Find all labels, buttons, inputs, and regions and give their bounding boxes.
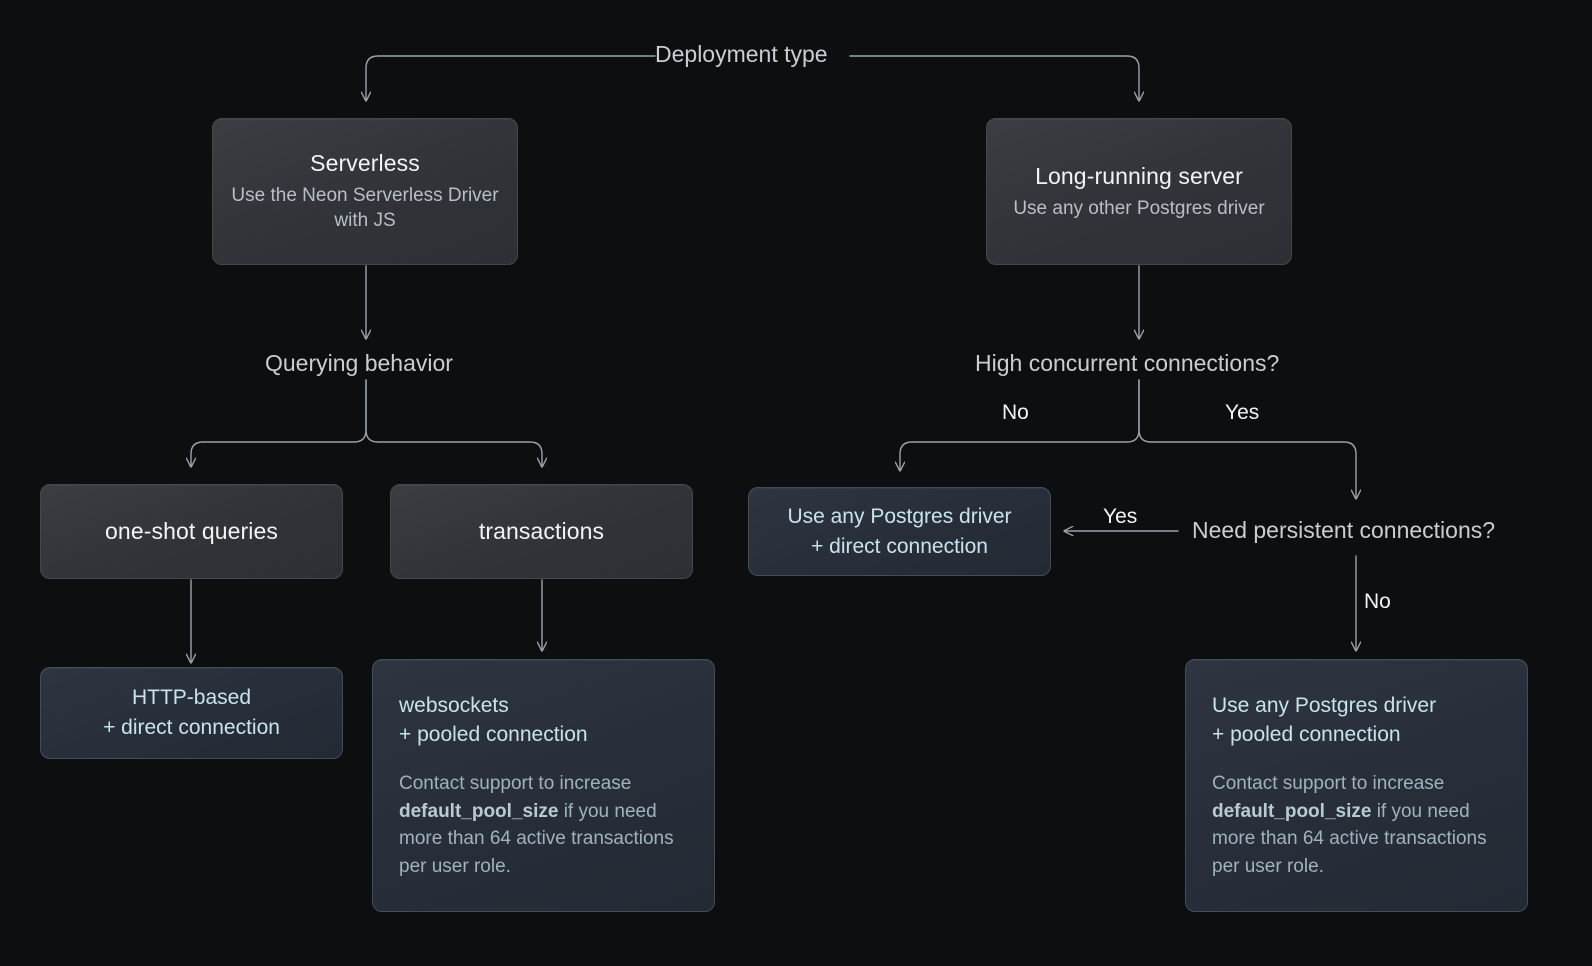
node-driver-pooled-note-code: default_pool_size bbox=[1212, 800, 1372, 822]
edge-label-concurrency-no: No bbox=[1002, 401, 1029, 424]
edge-label-concurrency-yes: Yes bbox=[1225, 401, 1260, 424]
node-one-shot-title: one-shot queries bbox=[105, 517, 278, 544]
node-driver-direct-connection[interactable]: Use any Postgres driver + direct connect… bbox=[748, 487, 1051, 576]
edge-root-to-serverless bbox=[366, 55, 656, 100]
node-driver-pooled-line2: + pooled connection bbox=[1212, 723, 1401, 747]
edge-root-to-longrunning bbox=[849, 55, 1139, 100]
edge-concurrency-yes bbox=[1138, 379, 1356, 498]
edge-concurrency-no bbox=[900, 379, 1140, 470]
node-websockets-line1: websockets bbox=[399, 693, 509, 717]
node-long-running-title: Long-running server bbox=[1035, 163, 1243, 190]
edge-label-persistent-no: No bbox=[1364, 590, 1391, 613]
decision-deployment-type: Deployment type bbox=[655, 41, 828, 67]
node-serverless[interactable]: Serverless Use the Neon Serverless Drive… bbox=[212, 118, 518, 265]
decision-querying-behavior: Querying behavior bbox=[265, 350, 453, 376]
node-driver-pooled-line1: Use any Postgres driver bbox=[1212, 693, 1437, 717]
node-websockets-note-code: default_pool_size bbox=[399, 800, 559, 822]
node-driver-pooled-note-before: Contact support to increase bbox=[1212, 773, 1445, 795]
node-websockets-note-after: if you need more than 64 active transact… bbox=[399, 800, 674, 877]
edge-querying-to-oneshot bbox=[191, 379, 367, 466]
node-websockets-pooled[interactable]: websockets + pooled connection Contact s… bbox=[372, 659, 715, 912]
node-websockets-line2: + pooled connection bbox=[399, 723, 588, 747]
node-http-direct-connection[interactable]: HTTP-based + direct connection bbox=[40, 667, 343, 759]
node-websockets-note: Contact support to increase default_pool… bbox=[399, 770, 688, 880]
node-long-running-server[interactable]: Long-running server Use any other Postgr… bbox=[986, 118, 1292, 265]
decision-high-concurrent-connections: High concurrent connections? bbox=[975, 350, 1280, 376]
node-http-direct-line1: HTTP-based bbox=[131, 686, 252, 710]
node-one-shot-queries[interactable]: one-shot queries bbox=[40, 484, 343, 579]
node-driver-pooled[interactable]: Use any Postgres driver + pooled connect… bbox=[1185, 659, 1528, 912]
node-serverless-subtitle: Use the Neon Serverless Driver with JS bbox=[231, 185, 499, 232]
node-driver-pooled-note-after: if you need more than 64 active transact… bbox=[1212, 800, 1487, 877]
node-websockets-note-before: Contact support to increase bbox=[399, 773, 632, 795]
node-transactions[interactable]: transactions bbox=[390, 484, 693, 579]
edge-querying-to-transactions bbox=[365, 379, 542, 466]
node-long-running-subtitle: Use any other Postgres driver bbox=[1013, 197, 1265, 219]
edge-label-persistent-yes: Yes bbox=[1103, 505, 1138, 528]
node-driver-direct-line2: + direct connection bbox=[811, 534, 988, 558]
node-http-direct-line2: + direct connection bbox=[103, 716, 280, 739]
decision-need-persistent-connections: Need persistent connections? bbox=[1192, 517, 1496, 543]
node-serverless-title: Serverless bbox=[310, 150, 420, 177]
node-driver-pooled-note: Contact support to increase default_pool… bbox=[1212, 770, 1501, 880]
node-transactions-title: transactions bbox=[478, 517, 605, 544]
node-driver-direct-line1: Use any Postgres driver bbox=[787, 504, 1012, 528]
